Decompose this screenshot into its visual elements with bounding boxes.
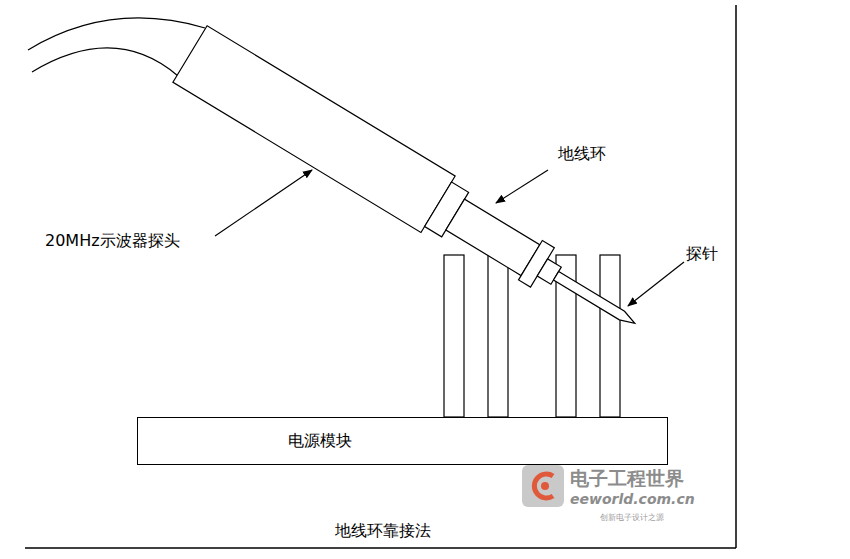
oscilloscope-probe	[173, 26, 652, 352]
part-label: 20MHz示波器探头	[45, 231, 180, 252]
module-box: 电源模块	[137, 417, 668, 465]
watermark: 创新电子设计之源	[600, 512, 664, 523]
leader-arrow	[215, 170, 684, 306]
watermark: eeworld.com.cn	[570, 491, 695, 507]
module-label: 电源模块	[288, 431, 352, 452]
frame-line	[735, 5, 737, 548]
part-label: 探针	[686, 244, 718, 265]
part-label: 地线环	[558, 144, 606, 165]
watermark: 电子工程世界	[570, 466, 684, 492]
caption: 地线环靠接法	[335, 521, 431, 542]
watermark-logo	[522, 465, 564, 507]
probe-cable	[28, 18, 205, 76]
frame-line	[25, 547, 736, 549]
